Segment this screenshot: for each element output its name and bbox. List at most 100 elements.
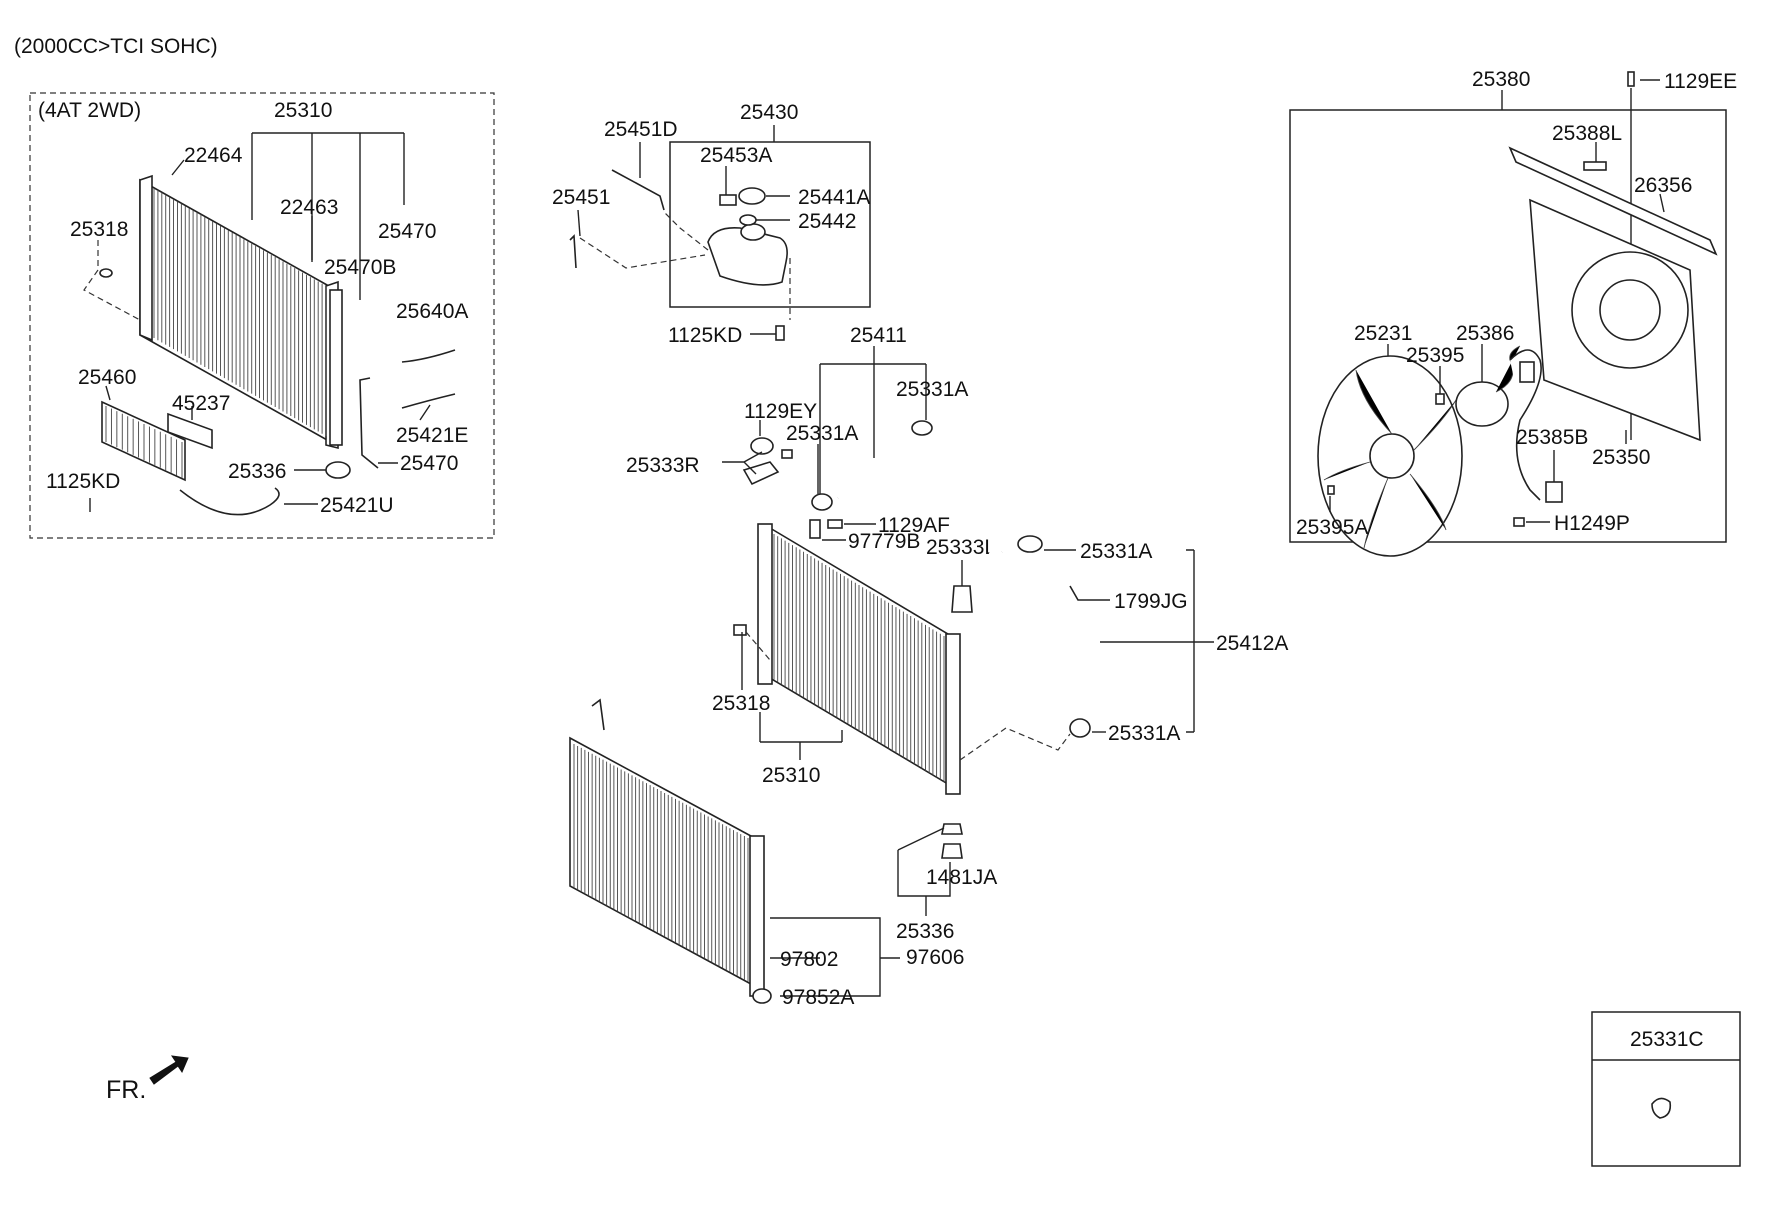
fan-motor-25386 xyxy=(1455,345,1521,427)
reservoir-tank xyxy=(707,223,788,286)
bolt-1129EE xyxy=(1627,71,1635,87)
callout-25421E: 25421E xyxy=(396,424,468,447)
oil-cooler xyxy=(101,400,186,482)
engine-note: (2000CC>TCI SOHC) xyxy=(14,35,218,58)
callout-25331C: 25331C xyxy=(1630,1028,1704,1051)
bracket-25333R xyxy=(742,461,780,486)
callout-25336-mid: 25336 xyxy=(896,920,954,943)
leader-reservoir-dash xyxy=(579,211,791,320)
callout-25350: 25350 xyxy=(1592,446,1650,469)
cap-97852A xyxy=(752,988,772,1004)
connector-25385B-b xyxy=(1545,481,1563,503)
callout-25380: 25380 xyxy=(1472,68,1530,91)
callout-45237: 45237 xyxy=(172,392,230,415)
overflow-hose-25451 xyxy=(569,234,577,269)
callout-25331A-1: 25331A xyxy=(896,378,968,401)
clip-25331C-icon xyxy=(1651,1097,1672,1119)
callout-97802: 97802 xyxy=(780,948,838,971)
reservoir-box xyxy=(669,141,871,308)
bolt-1125KD-mid xyxy=(775,325,785,341)
callout-25231: 25231 xyxy=(1354,322,1412,345)
callout-25310-mid: 25310 xyxy=(762,764,820,787)
callout-25411: 25411 xyxy=(850,324,907,347)
bolt-1129EY xyxy=(781,449,793,459)
callout-97779B: 97779B xyxy=(848,530,920,553)
fan-assembly-box xyxy=(1289,109,1727,543)
callout-25421U: 25421U xyxy=(320,494,394,517)
leader-hose-dash xyxy=(959,727,1071,761)
shroud-tab-25388L xyxy=(1583,161,1607,171)
callout-1125KD-mid: 1125KD xyxy=(668,324,742,347)
leader-25333R xyxy=(722,451,763,475)
callout-1129AF: 1129AF xyxy=(878,514,950,537)
callout-97606: 97606 xyxy=(906,946,964,969)
drain-25318-left xyxy=(99,268,113,278)
callout-25470-top: 25470 xyxy=(378,220,436,243)
callout-25385B: 25385B xyxy=(1516,426,1588,449)
leader-25318-dash xyxy=(745,631,771,661)
callout-22464: 22464 xyxy=(184,144,243,167)
fan-blade xyxy=(1317,355,1463,557)
leader-25411 xyxy=(819,346,927,494)
bracket-97779B xyxy=(809,519,821,539)
leader-25412A xyxy=(1100,549,1214,733)
variant-note: (4AT 2WD) xyxy=(38,99,141,122)
leader-1481JA xyxy=(897,827,951,897)
callout-25470B: 25470B xyxy=(324,256,396,279)
cap-25336-left xyxy=(325,461,351,479)
callout-1129EY: 1129EY xyxy=(744,400,817,423)
bolt-H1249P xyxy=(1513,517,1525,527)
wire-harness-25385B xyxy=(1509,349,1542,501)
clamp-25331A-hose-bot xyxy=(1069,718,1091,738)
callout-25451D: 25451D xyxy=(604,118,678,141)
callout-25442: 25442 xyxy=(798,210,856,233)
bracket-45237 xyxy=(167,412,213,450)
part-box-25331C xyxy=(1591,1011,1741,1167)
callout-25430: 25430 xyxy=(740,101,798,124)
main-radiator xyxy=(757,523,961,795)
cap-25333R xyxy=(750,437,774,455)
plug-1481JA-bot xyxy=(941,843,963,859)
callout-25386: 25386 xyxy=(1456,322,1514,345)
clip-1799JG xyxy=(1069,585,1090,601)
cap-25441A xyxy=(738,187,766,205)
leader-26356 xyxy=(1659,193,1665,213)
leader-25460 xyxy=(105,385,111,401)
clamp-25331A-hose-top xyxy=(1017,535,1043,553)
leader-25451 xyxy=(577,209,581,237)
callout-25453A: 25453A xyxy=(700,144,772,167)
left-radiator xyxy=(139,174,339,450)
clamp-25331A-upper xyxy=(911,420,933,436)
label-25453A xyxy=(719,194,737,206)
callout-1799JG: 1799JG xyxy=(1114,590,1188,613)
front-arrow-icon xyxy=(149,1055,189,1085)
callout-25333L: 25333L xyxy=(926,536,996,559)
overflow-hose-25451D xyxy=(611,169,665,211)
shroud-bracket-26356 xyxy=(1508,146,1718,256)
callout-25331A-2: 25331A xyxy=(786,422,858,445)
callout-25318-top: 25318 xyxy=(70,218,128,241)
callout-1129EE: 1129EE xyxy=(1664,70,1737,93)
callout-25388L: 25388L xyxy=(1552,122,1622,145)
leader-97802 xyxy=(770,917,900,997)
lower-hose-25412A-inner xyxy=(986,544,1112,737)
callout-1125KD-left: 1125KD xyxy=(46,470,120,493)
hose-25421E xyxy=(401,393,456,409)
leader-25310-top xyxy=(251,132,405,300)
callout-25395: 25395 xyxy=(1406,344,1464,367)
callout-25331A-4: 25331A xyxy=(1108,722,1180,745)
callout-25470-bot: 25470 xyxy=(400,452,458,475)
leader-22464 xyxy=(171,159,185,176)
upper-hose-25411-inner xyxy=(834,430,931,504)
pipe-25470 xyxy=(359,377,379,469)
leader-25310-mid xyxy=(759,712,843,760)
callout-1481JA: 1481JA xyxy=(926,866,997,889)
callout-25412A: 25412A xyxy=(1216,632,1288,655)
callout-22463: 22463 xyxy=(280,196,338,219)
callout-25318-mid: 25318 xyxy=(712,692,770,715)
callout-H1249P: H1249P xyxy=(1554,512,1630,535)
callout-25331A-3: 25331A xyxy=(1080,540,1152,563)
left-radiator-side-tank xyxy=(329,289,343,446)
leader-25318-top xyxy=(83,240,141,321)
